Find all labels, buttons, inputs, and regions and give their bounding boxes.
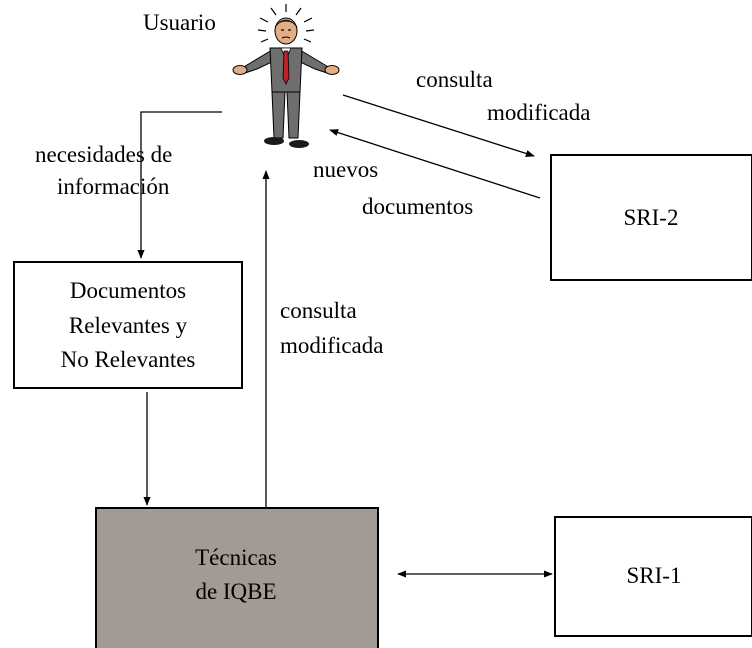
query-mod-mid-label-line1: consulta bbox=[280, 298, 357, 323]
new-docs-label-line1: nuevos bbox=[313, 157, 378, 182]
iqbe-box: Técnicas de IQBE bbox=[95, 507, 379, 648]
docs-label-line2: Relevantes y bbox=[69, 313, 188, 338]
query-mod-mid-label-line2: modificada bbox=[280, 333, 383, 358]
docs-label-line3: No Relevantes bbox=[61, 347, 196, 372]
sri2-label: SRI-2 bbox=[624, 205, 679, 230]
needs-arrow bbox=[137, 111, 222, 259]
sri1-box: SRI-1 bbox=[554, 516, 752, 637]
new-docs-arrow bbox=[329, 129, 541, 199]
sri2-box: SRI-2 bbox=[550, 154, 752, 281]
user-label: Usuario bbox=[143, 10, 216, 35]
query-to-sri2-arrow bbox=[342, 94, 535, 157]
needs-label-line2: información bbox=[57, 174, 170, 199]
user-figure: Usuario bbox=[143, 4, 340, 148]
needs-label-line1: necesidades de bbox=[35, 142, 172, 167]
new-docs-label-line2: documentos bbox=[362, 194, 473, 219]
docs-label-line1: Documentos bbox=[70, 278, 186, 303]
iqbe-label-line1: Técnicas bbox=[195, 545, 277, 570]
person-shrugging-icon bbox=[232, 4, 340, 148]
iqbe-label-line2: de IQBE bbox=[195, 579, 276, 604]
query-mod-top-label-line2: modificada bbox=[487, 100, 590, 125]
sri1-label: SRI-1 bbox=[627, 563, 682, 588]
docs-box: Documentos Relevantes y No Relevantes bbox=[13, 261, 243, 389]
query-mod-top-label-line1: consulta bbox=[416, 67, 493, 92]
